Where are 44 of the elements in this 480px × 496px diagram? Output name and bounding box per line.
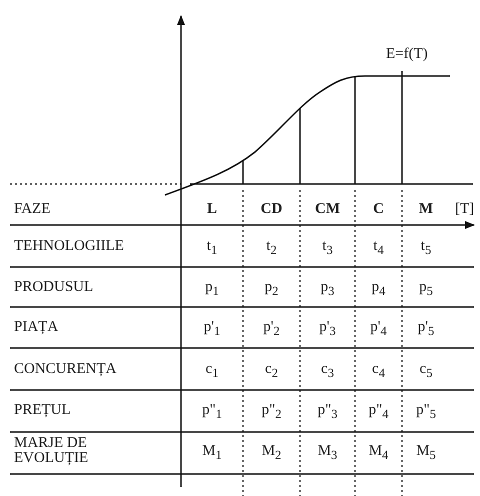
row-label: CONCURENȚA (14, 362, 117, 377)
table-value: t$_{4}$ (372, 239, 385, 258)
table-value: t$_{2}$ (265, 239, 278, 258)
table-value: c$_{4}$ (371, 362, 386, 381)
row-label: PREȚUL (14, 403, 71, 418)
table-value: p'$_{4}$ (369, 320, 388, 339)
table-value: M$_{2}$ (260, 444, 282, 463)
table-value: p$_{4}$ (370, 280, 386, 299)
table-value: t$_{1}$ (206, 239, 218, 258)
table-value: p"$_{1}$ (201, 403, 223, 422)
table-value: p$_{2}$ (264, 280, 280, 299)
phase-label: CM (314, 202, 341, 217)
row-label: TEHNOLOGIILE (14, 239, 124, 254)
axis-label: [T] (455, 202, 474, 217)
curve-label: E=f(T) (386, 47, 428, 62)
phase-label: M (418, 202, 434, 217)
row-label: PRODUSUL (14, 280, 94, 295)
table-value: t$_{5}$ (420, 239, 432, 258)
table-value: c$_{1}$ (204, 362, 220, 381)
table-value: p"$_{2}$ (260, 403, 282, 422)
table-value: c$_{2}$ (264, 362, 279, 381)
table-value: M$_{3}$ (316, 444, 338, 463)
table-value: p'$_{5}$ (416, 320, 436, 339)
table-value: p'$_{3}$ (318, 320, 337, 339)
table-value: p"$_{4}$ (368, 403, 390, 422)
table-value: M$_{4}$ (368, 444, 390, 463)
table-value: p$_{5}$ (418, 280, 434, 299)
table-value: c$_{3}$ (320, 362, 335, 381)
table-value: c$_{5}$ (418, 362, 434, 381)
table-value: t$_{3}$ (321, 239, 334, 258)
row-label: MARJE DE EVOLUȚIE (14, 436, 90, 466)
table-value: M$_{1}$ (201, 444, 223, 463)
table-value: p'$_{1}$ (202, 320, 222, 339)
row-label: PIAȚA (14, 320, 58, 335)
table-value: p$_{3}$ (320, 280, 336, 299)
table-value: p'$_{2}$ (262, 320, 281, 339)
row-label: FAZE (14, 202, 50, 217)
phase-label: C (372, 202, 385, 217)
phase-label: CD (260, 202, 284, 217)
table-value: M$_{5}$ (415, 444, 437, 463)
table-value: p$_{1}$ (204, 280, 220, 299)
table-value: p"$_{5}$ (415, 403, 437, 422)
phase-label: L (206, 202, 218, 217)
table-value: p"$_{3}$ (316, 403, 338, 422)
